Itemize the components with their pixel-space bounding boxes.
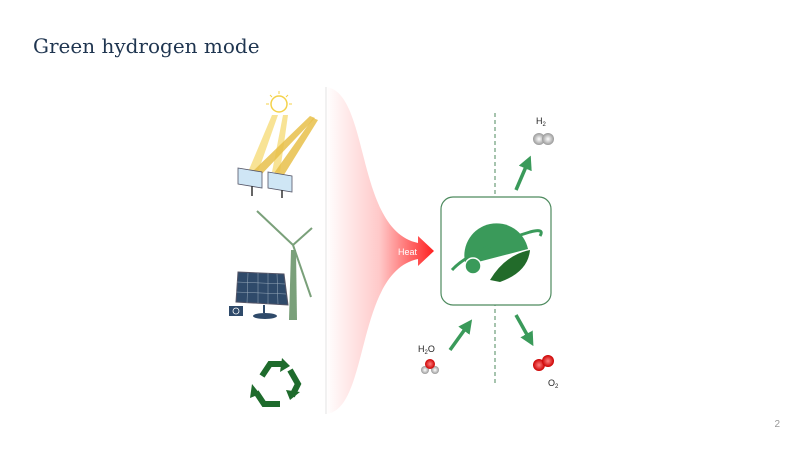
wind-turbine-and-solar-panel-icon — [229, 210, 313, 320]
slide-title: Green hydrogen mode — [33, 34, 260, 58]
page-number: 2 — [774, 419, 780, 430]
h2-molecule-icon — [533, 133, 554, 145]
h2o-label: H2O — [418, 344, 435, 356]
planet-logo-icon — [450, 223, 543, 282]
o2-output-arrow — [514, 314, 534, 347]
h2-output-arrow — [514, 155, 532, 191]
heat-label: Heat — [398, 247, 418, 257]
h2o-input-arrow — [448, 319, 473, 352]
h2o-molecule-icon — [421, 359, 439, 374]
solar-concentrator-icon — [237, 91, 318, 198]
o2-label: O2 — [548, 378, 559, 390]
h2-label: H2 — [536, 116, 547, 128]
o2-molecule-icon — [533, 355, 554, 371]
recycle-icon — [250, 358, 302, 407]
heat-funnel — [326, 87, 434, 414]
